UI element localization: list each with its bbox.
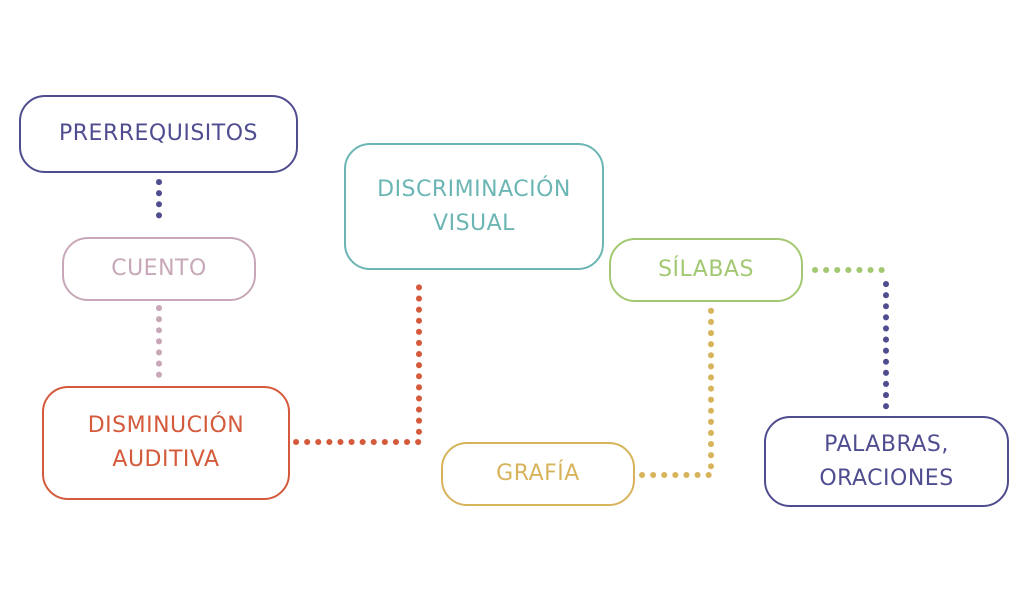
- node-discriminacion-visual: DISCRIMINACIÓN VISUAL: [344, 143, 604, 270]
- connector-grafia-silabas: [639, 307, 714, 478]
- node-disminucion-auditiva: DISMINUCIÓN AUDITIVA: [42, 386, 290, 500]
- node-silabas-label: SÍLABAS: [658, 257, 754, 282]
- node-grafia: GRAFÍA: [441, 442, 635, 506]
- node-palabras-oraciones-label: PALABRAS, ORACIONES: [819, 431, 954, 491]
- node-palabras-oraciones: PALABRAS, ORACIONES: [764, 416, 1009, 507]
- node-prerrequisitos: PRERREQUISITOS: [19, 95, 298, 173]
- node-prerrequisitos-label: PRERREQUISITOS: [58, 121, 258, 146]
- node-cuento-label: CUENTO: [111, 256, 207, 281]
- node-grafia-label: GRAFÍA: [496, 461, 580, 486]
- node-cuento: CUENTO: [62, 237, 256, 301]
- connector-disminucion-discriminacion: [293, 277, 422, 445]
- node-disminucion-auditiva-label: DISMINUCIÓN AUDITIVA: [87, 413, 245, 472]
- node-silabas: SÍLABAS: [609, 238, 803, 302]
- node-discriminacion-visual-label: DISCRIMINACIÓN VISUAL: [377, 176, 571, 236]
